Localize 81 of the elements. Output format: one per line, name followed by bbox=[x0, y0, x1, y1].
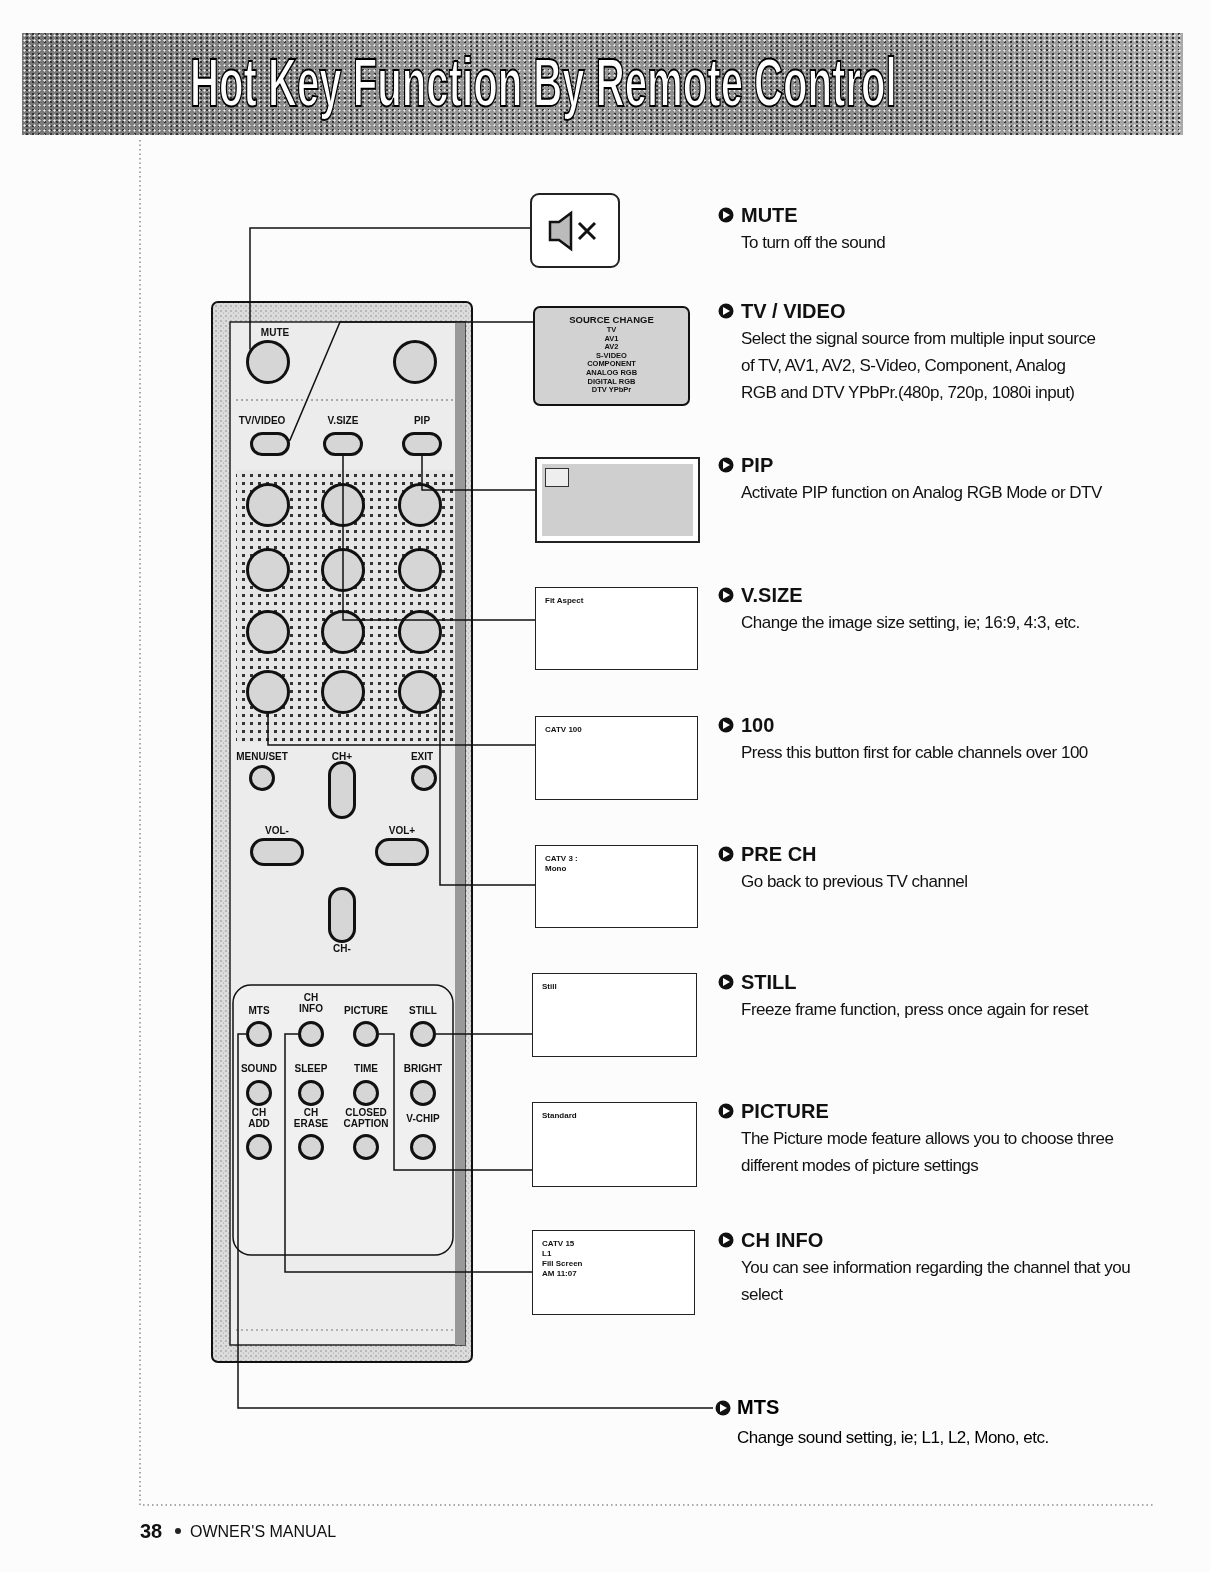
remote-button bbox=[402, 432, 442, 456]
screen-display bbox=[530, 193, 620, 268]
remote-button bbox=[328, 887, 356, 943]
button-label: BRIGHT bbox=[402, 1062, 444, 1074]
remote-button bbox=[328, 761, 356, 819]
function-description: Select the signal source from multiple input source of TV, AV1, AV2, S-Video, Component, Analog RGB and DTV YPbPr.(480p, 720p, 1080i input) bbox=[741, 328, 1097, 404]
screen-display bbox=[533, 306, 690, 406]
button-label: CH ERASE bbox=[292, 1107, 330, 1129]
button-label: CLOSED CAPTION bbox=[342, 1107, 390, 1129]
button-label: MTS bbox=[247, 1004, 271, 1016]
function-heading: MUTE bbox=[741, 203, 798, 228]
screen-display bbox=[535, 587, 698, 670]
function-description: To turn off the sound bbox=[741, 232, 887, 254]
button-label: SOUND bbox=[239, 1062, 279, 1074]
function-heading: MTS bbox=[737, 1395, 780, 1420]
footer-text: OWNER'S MANUAL bbox=[190, 1522, 337, 1542]
button-label: V.SIZE bbox=[326, 414, 360, 426]
function-description: You can see information regarding the channel that you select bbox=[741, 1257, 1132, 1306]
remote-button bbox=[323, 432, 363, 456]
button-label: V-CHIP bbox=[405, 1112, 441, 1124]
button-label: CH- bbox=[332, 942, 352, 954]
leader-line bbox=[342, 455, 536, 621]
leader-line bbox=[421, 455, 536, 491]
screen-text: CATV 100 bbox=[545, 725, 583, 735]
screen-text: CATV 15 bbox=[542, 1239, 576, 1249]
leader-line bbox=[267, 713, 536, 746]
screen-text: AM 11:07 bbox=[542, 1269, 578, 1279]
button-label: CH INFO bbox=[298, 992, 324, 1014]
screen-display bbox=[535, 457, 700, 543]
screen-display bbox=[532, 1102, 697, 1187]
screen-text: Fill Screen bbox=[542, 1259, 584, 1269]
function-description: Go back to previous TV channel bbox=[741, 871, 969, 893]
leader-line bbox=[288, 321, 534, 441]
function-heading: PRE CH bbox=[741, 842, 817, 867]
function-description: Freeze frame function, press once again for reset bbox=[741, 999, 1090, 1021]
button-label: MUTE bbox=[259, 326, 291, 338]
screen-text: Fit Aspect bbox=[545, 596, 585, 606]
button-label: STILL bbox=[408, 1004, 438, 1016]
remote-button bbox=[250, 838, 304, 866]
leader-line bbox=[284, 1033, 533, 1273]
function-heading: PIP bbox=[741, 453, 774, 478]
button-label: EXIT bbox=[409, 750, 435, 762]
function-description: Change the image size setting, ie; 16:9, 4:3, etc. bbox=[741, 612, 1081, 634]
screen-display bbox=[532, 1230, 695, 1315]
function-heading: 100 bbox=[741, 713, 775, 738]
screen-text: Mono bbox=[545, 864, 568, 874]
leader-line bbox=[435, 1033, 533, 1035]
screen-text: SOURCE CHANGE bbox=[568, 314, 655, 326]
screen-text: Standard bbox=[542, 1111, 578, 1121]
button-label: TV/VIDEO bbox=[237, 414, 287, 426]
button-label: PIP bbox=[412, 414, 432, 426]
leader-line bbox=[237, 1033, 714, 1409]
remote-button bbox=[250, 432, 290, 456]
button-label: PICTURE bbox=[343, 1004, 389, 1016]
remote-button bbox=[375, 838, 429, 866]
function-heading: CH INFO bbox=[741, 1228, 824, 1253]
leader-line bbox=[439, 700, 536, 886]
screen-text: L1 bbox=[542, 1249, 553, 1259]
screen-display bbox=[532, 973, 697, 1057]
function-description: Press this button first for cable channels over 100 bbox=[741, 742, 1089, 764]
function-heading: TV / VIDEO bbox=[741, 299, 846, 324]
page-number: 38 bbox=[140, 1519, 163, 1543]
function-description: Activate PIP function on Analog RGB Mode or DTV bbox=[741, 482, 1103, 504]
button-label: SLEEP bbox=[293, 1062, 329, 1074]
button-label: CH+ bbox=[330, 750, 354, 762]
leader-line bbox=[378, 1033, 533, 1171]
leader-line bbox=[249, 227, 531, 350]
button-label: MENU/SET bbox=[235, 750, 289, 762]
function-heading: PICTURE bbox=[741, 1099, 829, 1124]
function-heading: V.SIZE bbox=[741, 583, 803, 608]
function-description: The Picture mode feature allows you to choose three different modes of picture settings bbox=[741, 1128, 1115, 1177]
screen-display bbox=[535, 845, 698, 928]
button-label: CH ADD bbox=[247, 1107, 271, 1129]
button-label: TIME bbox=[353, 1062, 379, 1074]
button-label: VOL- bbox=[264, 824, 290, 836]
function-heading: STILL bbox=[741, 970, 797, 995]
screen-display bbox=[535, 716, 698, 800]
screen-text: CATV 3 : bbox=[545, 854, 579, 864]
button-label: VOL+ bbox=[387, 824, 417, 836]
screen-text: Still bbox=[542, 982, 558, 992]
function-description: Change sound setting, ie; L1, L2, Mono, etc. bbox=[737, 1427, 1050, 1449]
